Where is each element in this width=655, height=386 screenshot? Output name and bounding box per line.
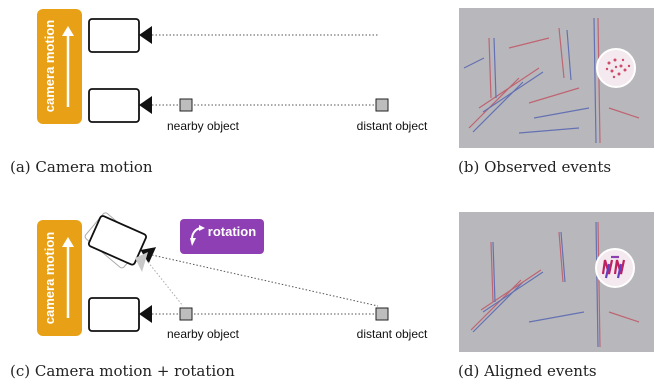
camera-rotated <box>87 215 157 266</box>
distant-object <box>375 307 389 321</box>
rotation-shadow <box>135 252 148 272</box>
event-image-aligned <box>459 212 654 352</box>
motion-arrowhead <box>62 26 74 36</box>
camera-lens-top <box>139 26 152 44</box>
camera-body-bottom <box>88 297 140 332</box>
zoom-speckles <box>605 58 631 79</box>
nearby-object <box>179 307 193 321</box>
camera-motion-badge <box>37 9 82 124</box>
rotation-icon-head2 <box>199 225 205 231</box>
camera-lens-bottom <box>139 305 152 323</box>
nearby-object <box>179 98 193 112</box>
camera-body-top <box>88 18 140 53</box>
diagram-camera-motion-rotation: camera motion rotation nearby object dis… <box>37 212 428 341</box>
event-image-observed <box>459 8 654 148</box>
caption-b: (b) Observed events <box>458 158 612 176</box>
distant-object-label: distant object <box>357 327 428 341</box>
zoom-aligned-pattern <box>601 255 626 279</box>
line-of-sight-nearby <box>147 261 184 307</box>
line-of-sight-rotated <box>151 254 379 307</box>
event-streaks <box>470 221 640 348</box>
camera-motion-label: camera motion <box>42 20 57 113</box>
distant-object-label: distant object <box>357 119 428 133</box>
caption-d: (d) Aligned events <box>458 362 597 380</box>
nearby-object-label: nearby object <box>167 119 240 133</box>
distant-object <box>375 98 389 112</box>
camera-motion-label: camera motion <box>42 232 57 325</box>
camera-motion-badge <box>37 220 82 336</box>
nearby-object-label: nearby object <box>167 327 240 341</box>
event-streaks <box>463 17 640 144</box>
rotation-label: rotation <box>208 224 256 239</box>
camera-body-bottom <box>88 88 140 123</box>
rotation-icon-head <box>190 238 196 246</box>
motion-arrowhead <box>62 237 74 247</box>
camera-lens-bottom <box>139 96 152 114</box>
caption-a: (a) Camera motion <box>10 158 153 176</box>
caption-c: (c) Camera motion + rotation <box>10 362 235 380</box>
diagram-camera-motion: camera motion nearby object distant obje… <box>37 9 428 133</box>
